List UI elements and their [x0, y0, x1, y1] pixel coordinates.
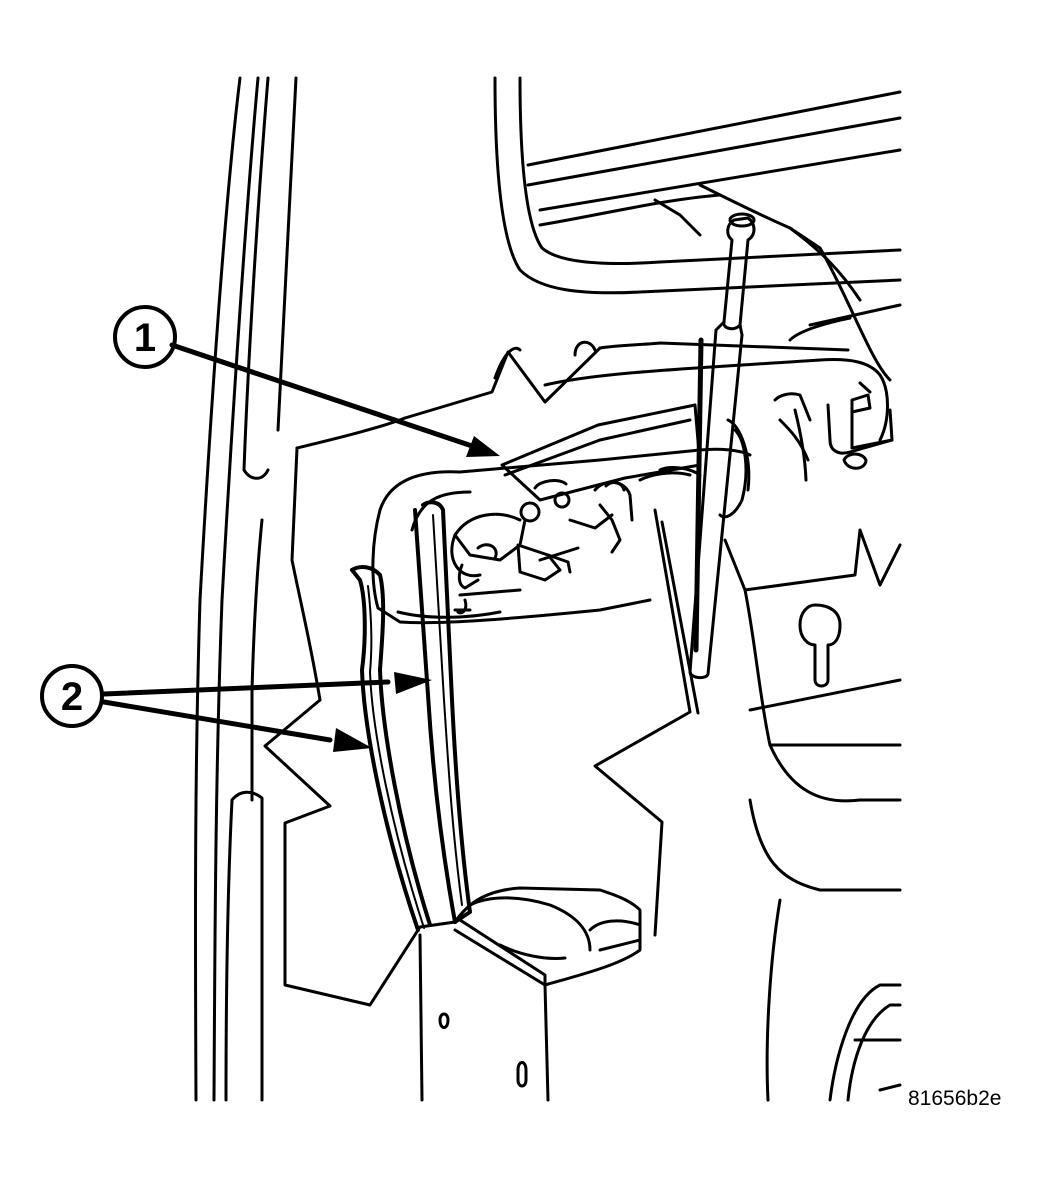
- lower-structure: [418, 898, 902, 1102]
- arrow-2a: [101, 679, 391, 697]
- callout-label-2: 2: [61, 675, 83, 719]
- leader-arrows: [101, 342, 481, 743]
- latch-mechanism: [450, 403, 751, 615]
- inside-release-rods: [350, 500, 472, 932]
- arrowhead-2b: [333, 728, 372, 752]
- arrow-2b: [101, 699, 333, 743]
- window-opening: [493, 76, 902, 295]
- inner-panel-upper: [403, 183, 902, 420]
- keyhole-icon: [798, 603, 842, 688]
- handle-cup: [453, 886, 642, 987]
- callout-circle-2: [40, 664, 104, 728]
- callout-label-1: 1: [134, 316, 156, 360]
- inner-panel-main: [263, 358, 889, 1007]
- figure-id: 81656b2e: [908, 1087, 1002, 1110]
- arrowhead-2a: [394, 672, 432, 694]
- arrowhead-1: [466, 436, 500, 457]
- callout-circle-1: [113, 305, 177, 369]
- arrow-1: [169, 342, 481, 451]
- lock-button-rod: [688, 212, 756, 680]
- handle-bracket: [773, 381, 894, 470]
- latch-recess: [371, 447, 752, 625]
- right-panel: [723, 408, 902, 892]
- door-frame: [193, 76, 298, 1102]
